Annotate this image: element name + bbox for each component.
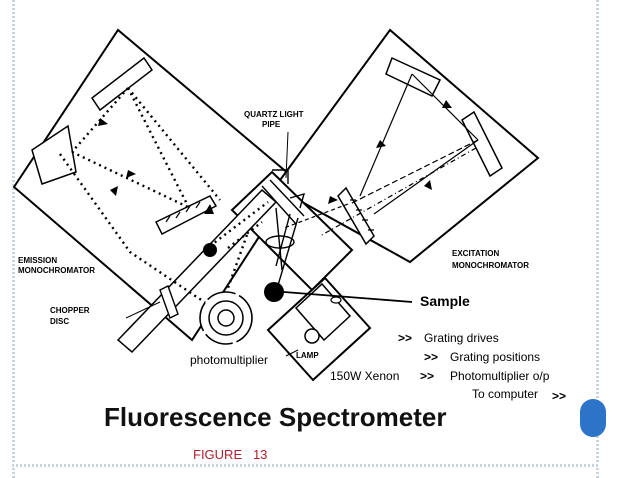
lamp-lens: [330, 296, 342, 304]
chopper-label-1: CHOPPER: [50, 306, 90, 315]
excitation-grating-teeth: [350, 199, 374, 231]
sample-pointer-line: [283, 291, 413, 303]
figure-caption: FIGURE 13: [193, 447, 268, 462]
emission-arrowheads: [98, 118, 214, 214]
lamp-bulb: [304, 328, 320, 344]
excitation-mirror-top: [385, 56, 442, 97]
excitation-grating: [337, 186, 375, 246]
frame-bottom-border: [12, 464, 599, 467]
photomultiplier-label: photomultiplier: [190, 353, 268, 367]
legend: >> Grating drives >> Grating positions >…: [398, 331, 566, 403]
photomultiplier-core: [217, 309, 235, 327]
emission-mirror-left: [31, 124, 77, 185]
emission-grating: [154, 195, 218, 236]
light-pipe-optics: [261, 169, 306, 293]
excitation-mirror-right: [461, 110, 503, 178]
chopper-pointer: [125, 301, 161, 319]
excitation-arrowheads: [328, 100, 452, 204]
legend-text-2: Grating positions: [450, 350, 540, 364]
emission-label-1: EMISSION: [18, 256, 57, 265]
quartz-light-pipe-label-2: PIPE: [262, 120, 281, 129]
excitation-label-1: EXCITATION: [452, 249, 499, 258]
emission-mirror-top: [90, 56, 154, 112]
legend-marker-1: >>: [398, 331, 412, 345]
chopper-marker: [203, 243, 217, 257]
legend-tail-text: To computer: [472, 387, 538, 401]
legend-tail-marker: >>: [552, 389, 566, 403]
lamp-label: LAMP: [296, 351, 319, 360]
photomultiplier-pointer: [285, 349, 299, 357]
frame-right-border: [596, 0, 599, 478]
emission-label-2: MONOCHROMATOR: [18, 266, 95, 275]
legend-text-3: Photomultiplier o/p: [450, 369, 550, 383]
legend-marker-3: >>: [420, 369, 434, 383]
xenon-label: 150W Xenon: [330, 369, 399, 383]
chopper-disc: [159, 285, 179, 319]
excitation-label-2: MONOCHROMATOR: [452, 261, 529, 270]
page-title: Fluorescence Spectrometer: [104, 402, 447, 432]
quartz-light-pipe-label-1: QUARTZ LIGHT: [244, 110, 304, 119]
slide-tab-marker: [580, 399, 606, 437]
frame-left-border: [12, 0, 15, 478]
legend-marker-2: >>: [424, 350, 438, 364]
legend-text-1: Grating drives: [424, 331, 499, 345]
quartz-pipe-pointer: [285, 131, 289, 179]
emission-grating-teeth: [165, 201, 201, 223]
emission-monochromator-housing: [12, 28, 298, 342]
chopper-label-2: DISC: [50, 317, 69, 326]
sample-label: Sample: [420, 293, 470, 309]
sample-cuvette: [264, 282, 284, 302]
